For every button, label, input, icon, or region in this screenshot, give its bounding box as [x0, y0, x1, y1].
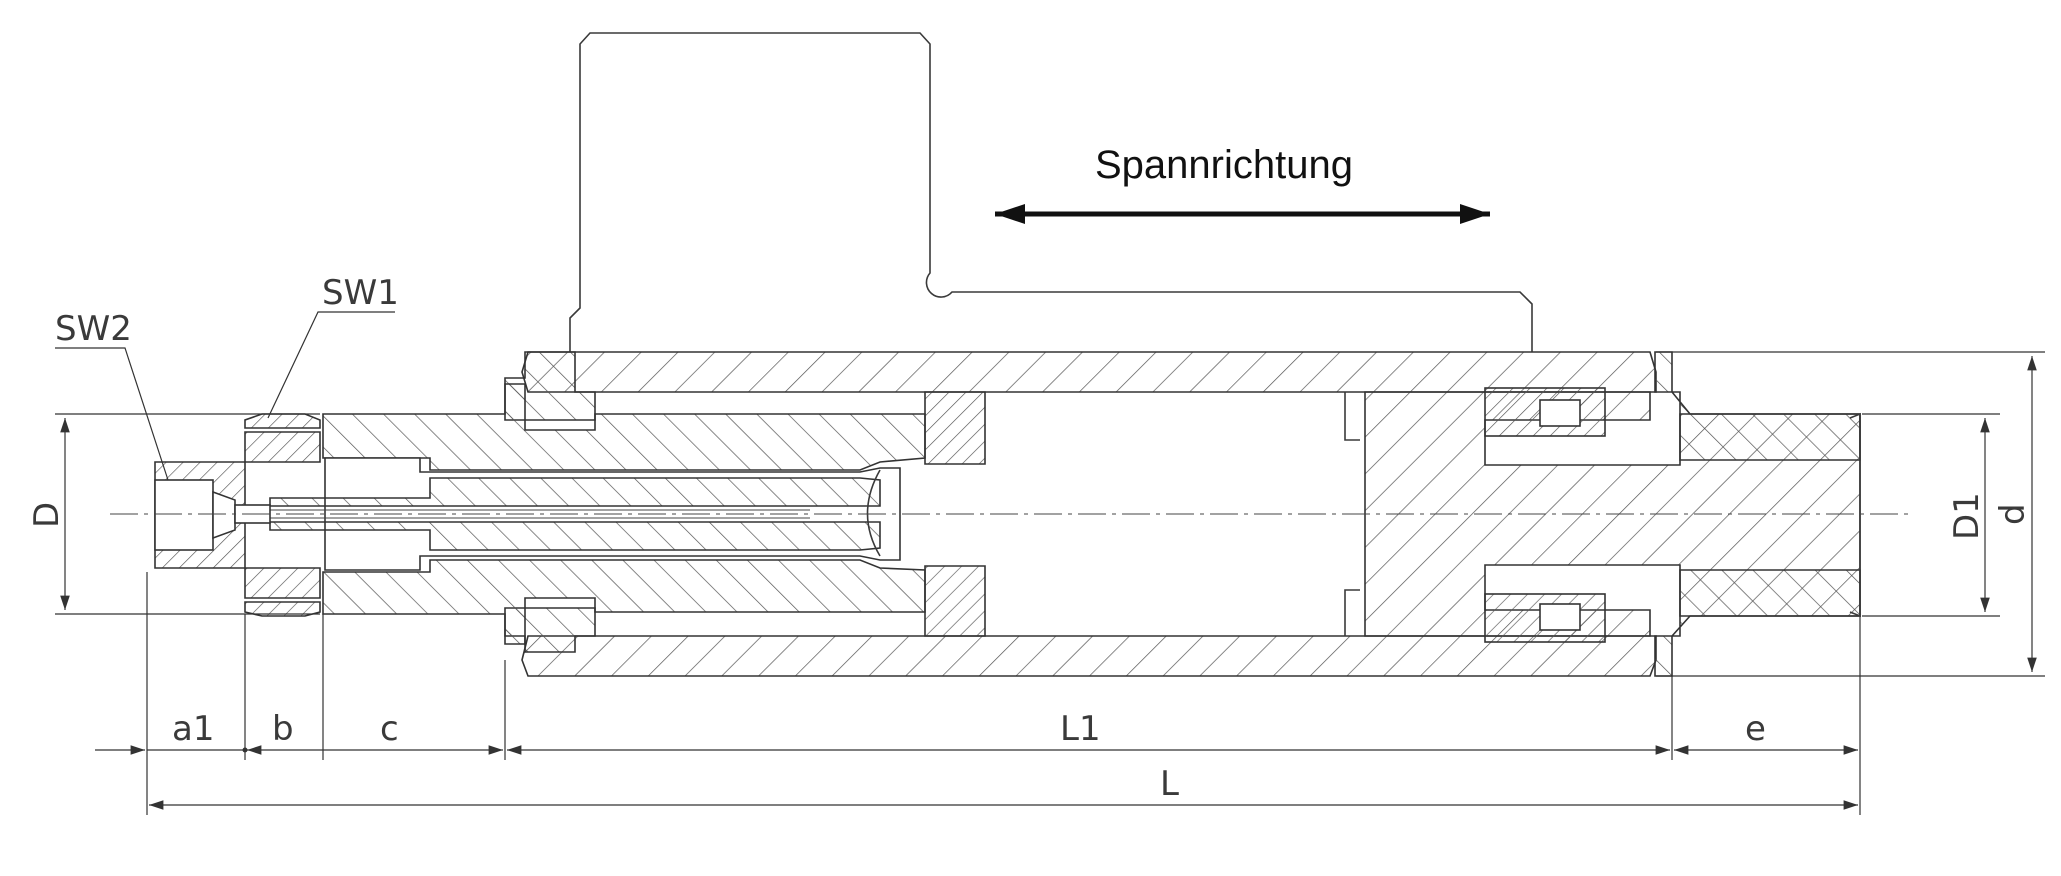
sw1-nut-bottom: [244, 567, 321, 599]
right-screw-top-head: [1539, 399, 1581, 427]
label-c: c: [380, 709, 399, 749]
label-L: L: [1160, 764, 1179, 804]
piston-step: [1344, 392, 1360, 636]
label-b: b: [272, 709, 294, 749]
left-piston-top: [924, 391, 986, 465]
sw2-hex-socket: [154, 479, 214, 551]
right-nose-bottom: [1654, 569, 1861, 677]
sw1-nut-top-2: [244, 431, 321, 463]
left-body-bottom: [322, 559, 926, 645]
right-nose-top: [1654, 351, 1861, 461]
sleeve-left-flange-top: [504, 351, 596, 421]
sw1-nut-top: [244, 413, 321, 429]
label-D: D: [27, 502, 67, 528]
sw1-nut-bottom-2: [244, 601, 321, 617]
label-D1: D1: [1947, 492, 1987, 540]
right-screw-bottom-head: [1539, 603, 1581, 631]
outer-sleeve-top: [521, 351, 1657, 393]
label-sw2: SW2: [55, 309, 132, 349]
fixture-outline: [569, 32, 1533, 352]
label-a1: a1: [172, 709, 214, 749]
right-nose-face: [1849, 412, 1861, 618]
left-body-top: [322, 383, 926, 471]
label-L1: L1: [1060, 709, 1101, 749]
dim-point-b: [242, 747, 248, 753]
diagram-title: Spannrichtung: [1095, 143, 1353, 187]
sw2-hex-tip: [212, 490, 236, 540]
label-d: d: [1993, 503, 2033, 525]
leader-sw1: [267, 311, 395, 419]
leader-sw2: [55, 347, 169, 481]
central-rod-top: [269, 477, 881, 507]
label-e: e: [1745, 709, 1766, 749]
left-piston-bottom: [924, 565, 986, 637]
central-rod-bottom: [269, 521, 881, 551]
label-sw1: SW1: [322, 273, 399, 313]
